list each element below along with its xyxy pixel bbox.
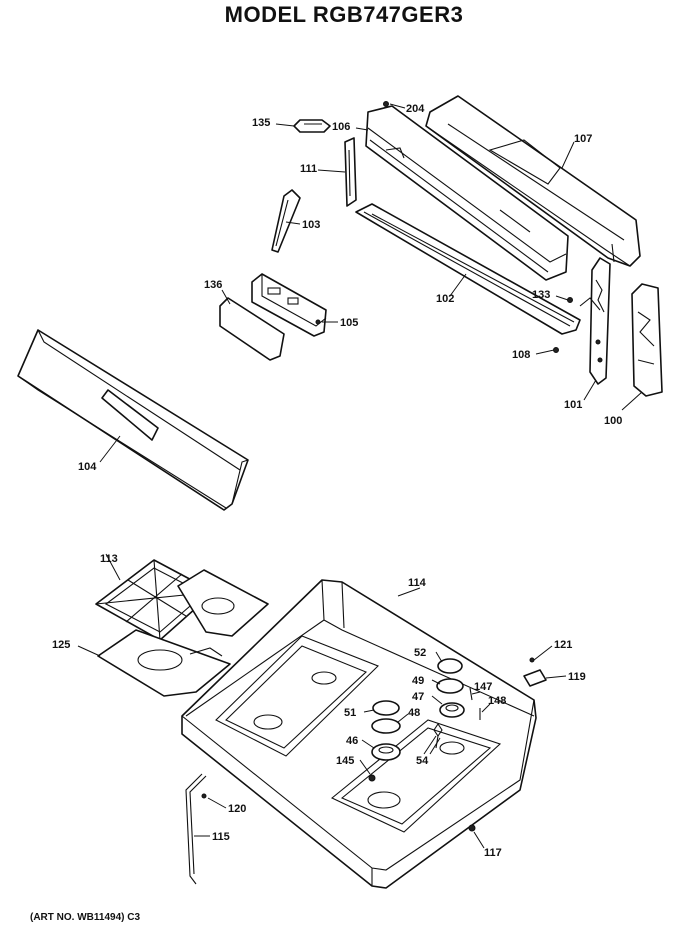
burner-cap-48 (371, 718, 401, 734)
cooktop-114 (181, 579, 537, 889)
part-label-107: 107 (574, 133, 592, 145)
burner-cap-49 (436, 678, 464, 694)
backsplash-frame (365, 105, 569, 281)
leader-lines (77, 103, 643, 849)
screw-204 (383, 101, 389, 107)
backsplash-top-cover (425, 95, 641, 267)
screw-108 (553, 347, 559, 353)
part-label-125: 125 (52, 639, 70, 651)
part-label-148: 148 (488, 695, 506, 707)
part-label-48: 48 (408, 707, 420, 719)
burner-cap-52 (437, 658, 463, 674)
part-label-113: 113 (100, 553, 118, 565)
part-label-103: 103 (302, 219, 320, 231)
grate-drip-pan-upper (177, 569, 269, 637)
part-label-136: 136 (204, 279, 222, 291)
part-label-117: 117 (484, 847, 502, 859)
part-label-54: 54 (416, 755, 429, 767)
part-label-115: 115 (212, 831, 230, 843)
lens-136 (219, 297, 285, 361)
hinge-101 (579, 257, 611, 385)
part-label-147: 147 (474, 681, 492, 693)
screw-145 (368, 774, 376, 782)
burner-head-46 (371, 743, 401, 761)
part-label-46: 46 (346, 735, 358, 747)
side-bracket (344, 137, 357, 207)
lower-channel (355, 203, 581, 335)
part-label-106: 106 (332, 121, 350, 133)
side-panel-100 (631, 283, 663, 397)
part-label-100: 100 (604, 415, 622, 427)
screw-120 (201, 793, 207, 799)
screw-121 (529, 657, 535, 663)
part-label-111: 111 (300, 163, 317, 175)
part-label-119: 119 (568, 671, 586, 683)
part-labels: 135 106 204 107 111 103 136 105 102 133 … (52, 103, 622, 859)
part-label-101: 101 (564, 399, 582, 411)
part-label-120: 120 (228, 803, 246, 815)
bracket-103 (271, 189, 301, 253)
part-label-204: 204 (406, 103, 425, 115)
control-module (251, 273, 327, 337)
part-label-114: 114 (408, 577, 427, 589)
part-label-105: 105 (340, 317, 358, 329)
control-panel-104 (17, 329, 249, 511)
part-label-47: 47 (412, 691, 424, 703)
part-label-102: 102 (436, 293, 454, 305)
part-label-108: 108 (512, 349, 530, 361)
part-label-145: 145 (336, 755, 354, 767)
part-label-104: 104 (78, 461, 97, 473)
burner-head-47 (439, 702, 465, 718)
burner-cap-51 (372, 700, 400, 716)
part-label-133: 133 (532, 289, 550, 301)
rod-115 (185, 773, 207, 885)
part-label-121: 121 (554, 639, 572, 651)
part-label-135: 135 (252, 117, 270, 129)
spring-147 (469, 687, 473, 701)
part-label-49: 49 (412, 675, 424, 687)
art-number: (ART NO. WB11494) C3 (30, 912, 141, 923)
bracket-119 (523, 669, 547, 687)
clip-135 (293, 119, 331, 133)
drip-pan-125 (97, 629, 231, 697)
diagram-title: MODEL RGB747GER3 (224, 2, 464, 27)
screw-117 (468, 824, 476, 832)
part-label-52: 52 (414, 647, 426, 659)
screw-133 (567, 297, 573, 303)
part-label-51: 51 (344, 707, 356, 719)
